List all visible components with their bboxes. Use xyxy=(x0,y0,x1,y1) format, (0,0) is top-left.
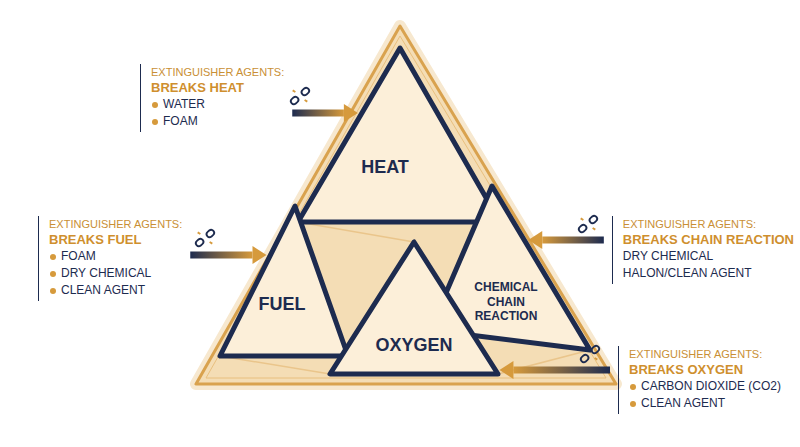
callout-subheading: EXTINGUISHER AGENTS: xyxy=(49,217,182,231)
arrow-connector xyxy=(292,104,358,122)
element-label: FUEL xyxy=(247,294,317,316)
arrow-shaft xyxy=(292,110,344,117)
element-label: CHEMICAL CHAIN REACTION xyxy=(466,280,546,323)
agent-item: CLEAN AGENT xyxy=(49,282,182,299)
callout-heading: BREAKS FUEL xyxy=(49,231,182,248)
agent-item: FOAM xyxy=(151,113,284,130)
pyramid-edges xyxy=(220,48,590,374)
element-triangle: OXYGEN xyxy=(326,238,502,378)
element-triangle: FUEL xyxy=(216,202,352,360)
pyramid-outline xyxy=(196,26,616,384)
triangle-outline xyxy=(220,206,348,356)
agent-item: HALON/CLEAN AGENT xyxy=(623,265,794,282)
callout-heading: BREAKS OXYGEN xyxy=(629,361,781,378)
arrow-shaft xyxy=(513,367,610,374)
broken-link-icon xyxy=(191,224,219,252)
agent-item: CLEAN AGENT xyxy=(629,395,781,412)
callout-subheading: EXTINGUISHER AGENTS: xyxy=(623,217,794,231)
triangle-outline xyxy=(298,48,500,222)
callout-heading: BREAKS HEAT xyxy=(151,79,284,96)
callout-subheading: EXTINGUISHER AGENTS: xyxy=(151,65,284,79)
triangle-shape xyxy=(294,44,504,226)
arrow-connector xyxy=(190,246,266,264)
pyramid-glow xyxy=(196,26,616,384)
agent-callout: EXTINGUISHER AGENTS:BREAKS FUELFOAMDRY C… xyxy=(38,216,182,301)
triangle-shape xyxy=(326,238,502,378)
agent-item: WATER xyxy=(151,96,284,113)
arrow-shaft xyxy=(542,237,604,244)
arrow-head xyxy=(499,361,513,379)
callout-heading: BREAKS CHAIN REACTION xyxy=(623,231,794,248)
arrow-head xyxy=(253,246,267,264)
pyramid-inner-outline xyxy=(206,36,606,378)
agent-item: CARBON DIOXIDE (CO2) xyxy=(629,378,781,395)
pyramid-edge xyxy=(220,356,330,374)
agent-callout: EXTINGUISHER AGENTS:BREAKS CHAIN REACTIO… xyxy=(612,216,794,284)
broken-link-icon xyxy=(574,210,602,238)
arrow-shaft xyxy=(190,252,252,259)
agent-item: DRY CHEMICAL xyxy=(623,248,794,265)
element-label: HEAT xyxy=(340,157,430,179)
triangle-outline xyxy=(330,242,498,374)
broken-link-icon xyxy=(286,82,314,110)
callout-subheading: EXTINGUISHER AGENTS: xyxy=(629,347,781,361)
element-label: OXYGEN xyxy=(364,335,464,357)
arrow-connector xyxy=(499,361,610,379)
agent-item: DRY CHEMICAL xyxy=(49,265,182,282)
agent-item: FOAM xyxy=(49,248,182,265)
pyramid-edge xyxy=(298,222,414,242)
agent-callout: EXTINGUISHER AGENTS:BREAKS OXYGENCARBON … xyxy=(618,346,781,414)
triangle-shape xyxy=(216,202,352,360)
agent-callout: EXTINGUISHER AGENTS:BREAKS HEATWATERFOAM xyxy=(140,64,284,132)
arrow-connector xyxy=(528,231,604,249)
element-triangle: HEAT xyxy=(294,44,504,226)
